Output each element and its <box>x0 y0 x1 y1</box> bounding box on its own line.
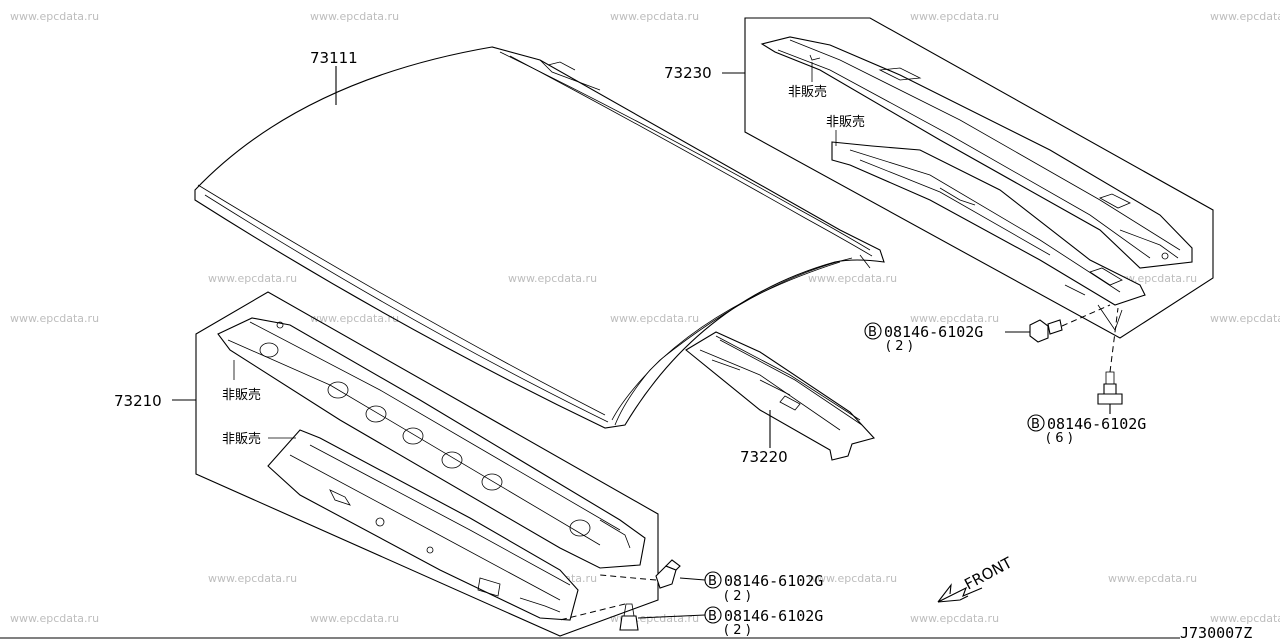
note-not-for-sale: 非販売 <box>222 387 261 403</box>
bolt-callout-3: B 08146-6102G ( 2 ) <box>704 571 823 604</box>
bolt-leader <box>599 574 657 581</box>
watermark: www.epcdata.ru <box>910 312 999 325</box>
watermark: www.epcdata.ru <box>10 612 99 625</box>
watermark: www.epcdata.ru <box>1108 572 1197 585</box>
bolt-code: 08146-6102G <box>724 607 823 625</box>
watermark: www.epcdata.ru <box>310 612 399 625</box>
watermark: www.epcdata.ru <box>610 312 699 325</box>
bolt-code: 08146-6102G <box>724 572 823 590</box>
watermark: www.epcdata.ru <box>1210 612 1280 625</box>
bolt-symbol: B <box>708 574 717 589</box>
part-number-rail-front: 73210 <box>114 392 162 410</box>
watermark: www.epcdata.ru <box>310 10 399 23</box>
leader-bolt <box>679 577 706 581</box>
front-direction-label: FRONT <box>961 553 1015 593</box>
bolt-qty: ( 2 ) <box>724 589 751 604</box>
bolt-code: 08146-6102G <box>1047 415 1146 433</box>
bolt-icon <box>1029 319 1063 343</box>
watermark: www.epcdata.ru <box>208 272 297 285</box>
bolt-icon <box>655 559 681 589</box>
bolt-icon <box>1097 371 1123 405</box>
bolt-qty: ( 6 ) <box>1046 431 1073 446</box>
bolt-symbol: B <box>868 325 877 340</box>
watermarks: www.epcdata.ru www.epcdata.ru www.epcdat… <box>10 10 1280 625</box>
roof-bow-drawing <box>685 331 876 461</box>
part-number-rail-rear: 73230 <box>664 64 712 82</box>
part-number-roof-panel: 73111 <box>310 49 358 67</box>
note-not-for-sale: 非販売 <box>222 431 261 447</box>
rail-front-group-box <box>195 291 659 637</box>
rail-rear-group-box <box>744 17 1214 339</box>
watermark: www.epcdata.ru <box>1210 312 1280 325</box>
bolt-callout-2: B 08146-6102G ( 6 ) <box>1027 414 1146 446</box>
bolt-symbol: B <box>1031 417 1040 432</box>
bolt-leader <box>559 603 626 621</box>
bolt-code: 08146-6102G <box>884 323 983 341</box>
watermark: www.epcdata.ru <box>610 10 699 23</box>
watermark: www.epcdata.ru <box>808 272 897 285</box>
rail-rear-lower-drawing <box>831 141 1146 331</box>
roof-panel-drawing <box>194 46 885 429</box>
watermark: www.epcdata.ru <box>10 312 99 325</box>
watermark: www.epcdata.ru <box>310 312 399 325</box>
rail-rear-upper-drawing <box>760 36 1193 269</box>
part-number-roof-bow: 73220 <box>740 448 788 466</box>
diagram-code: J730007Z <box>1180 624 1252 640</box>
bolt-icon <box>619 603 639 631</box>
leader-bolt <box>637 614 706 619</box>
watermark: www.epcdata.ru <box>208 572 297 585</box>
watermark: www.epcdata.ru <box>910 612 999 625</box>
bolt-qty: ( 2 ) <box>724 623 751 638</box>
bolt-leader <box>1109 307 1119 373</box>
watermark: www.epcdata.ru <box>910 10 999 23</box>
watermark: www.epcdata.ru <box>808 572 897 585</box>
note-not-for-sale: 非販売 <box>826 114 865 130</box>
note-not-for-sale: 非販売 <box>788 84 827 100</box>
bolt-qty: ( 2 ) <box>886 339 913 354</box>
bolt-leader <box>1061 304 1111 327</box>
bolt-symbol: B <box>708 609 717 624</box>
watermark: www.epcdata.ru <box>1210 10 1280 23</box>
bolt-callout-4: B 08146-6102G ( 2 ) <box>704 606 823 638</box>
watermark: www.epcdata.ru <box>10 10 99 23</box>
rail-front-upper-drawing <box>217 317 646 569</box>
rail-front-lower-drawing <box>267 429 579 621</box>
front-arrow-icon <box>937 583 983 603</box>
bolt-callout-1: B 08146-6102G ( 2 ) <box>864 322 983 354</box>
watermark: www.epcdata.ru <box>508 272 597 285</box>
